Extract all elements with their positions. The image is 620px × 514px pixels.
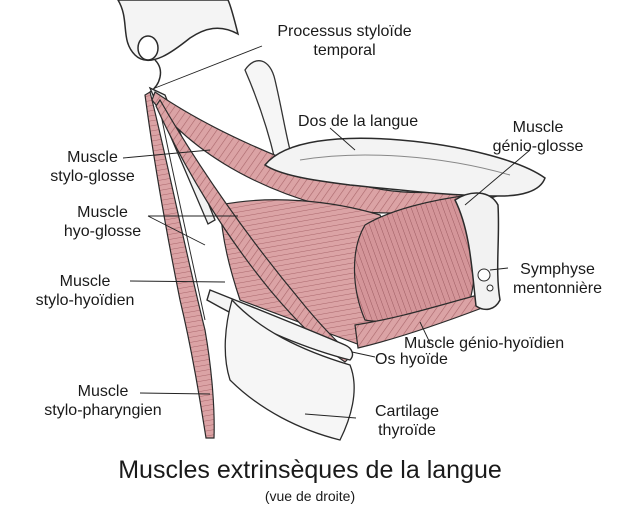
label-hyoglossus: Muscle hyo-glosse [63,204,142,240]
label-genioglossus: Muscle génio-glosse [492,119,584,155]
label-styloid-process: Processus styloïde temporal [277,23,412,59]
stylohyoid-muscle [155,98,353,363]
label-mental-symphysis: Symphyse mentonnière [513,261,602,297]
mandible-ramus [244,60,291,162]
thyroid-cartilage [224,298,355,441]
stylopharyngeus-muscle [144,91,215,439]
figure-subtitle: (vue de droite) [264,488,356,504]
ear-canal [137,35,159,61]
figure-title: Muscles extrinsèques de la langue [118,456,502,484]
label-stylohyoid: Muscle stylo-hyoïdien [35,273,135,309]
label-stylopharyngeus: Muscle stylo-pharyngien [44,383,162,419]
label-tongue-dorsum: Dos de la langue [298,113,419,130]
temporal-bone [117,0,240,62]
label-styloglossus: Muscle stylo-glosse [50,149,135,185]
tongue-dorsum [263,137,546,197]
mandible-symphysis [454,192,501,311]
label-hyoid-bone: Os hyoïde [375,351,448,368]
label-thyroid-cartilage: Cartilage thyroïde [374,403,440,439]
label-geniohyoid: Muscle génio-hyoïdien [404,335,565,352]
